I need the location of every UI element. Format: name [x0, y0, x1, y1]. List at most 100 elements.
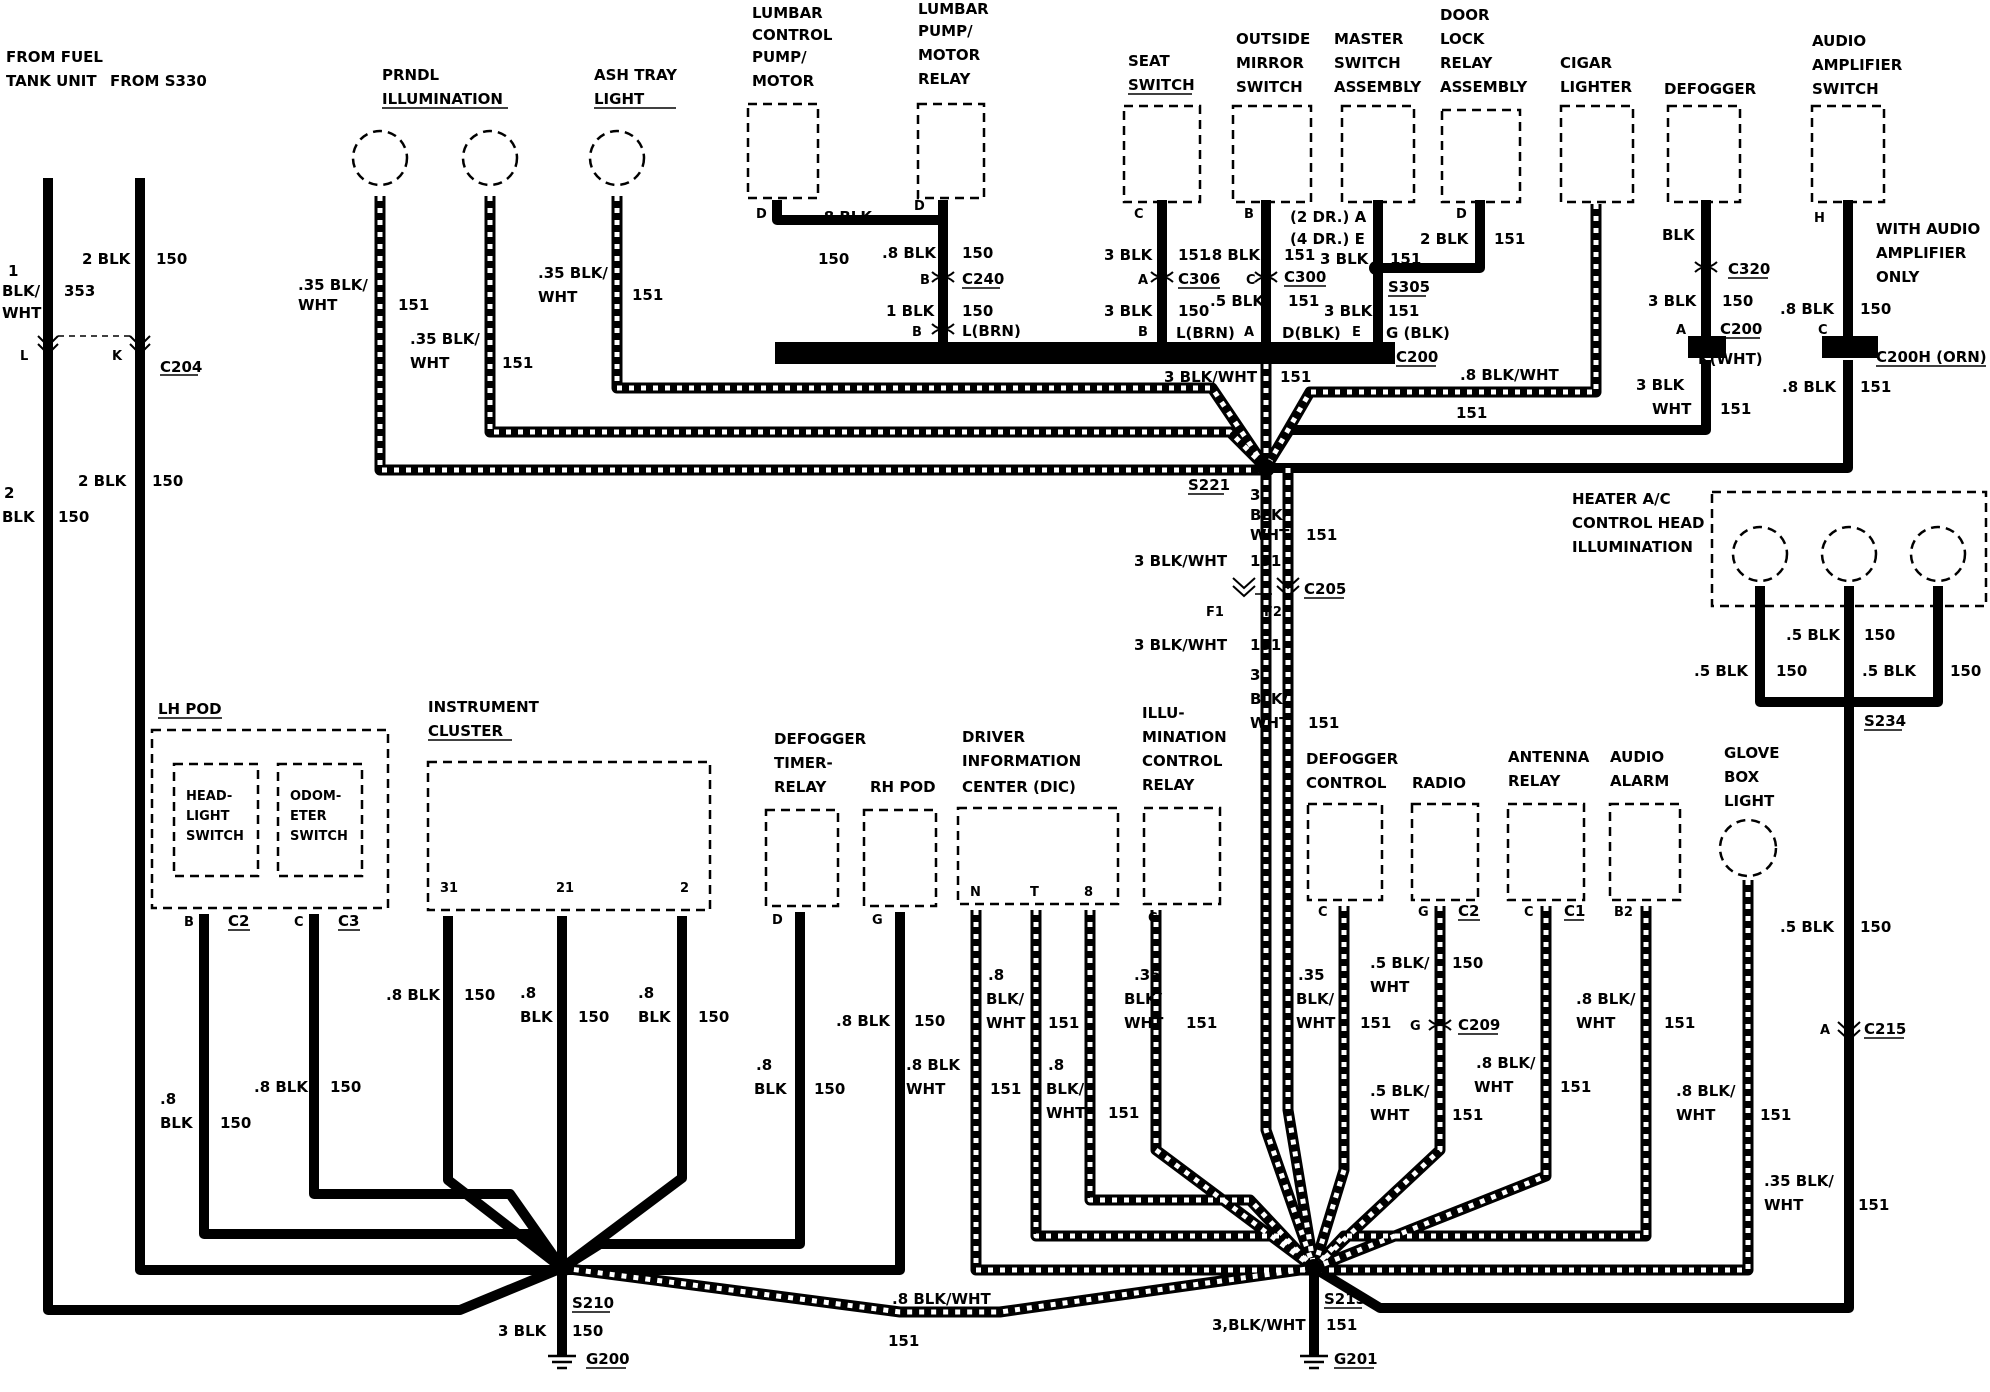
ash-tray-lamp: [588, 129, 646, 187]
lh-pod-label: LH POD: [158, 700, 222, 718]
wire-label: 3 BLK/WHT: [1134, 636, 1228, 654]
wire-label: WHT: [538, 288, 578, 306]
wire-color: WHT: [1576, 1014, 1616, 1032]
wire-color: WHT: [1676, 1106, 1716, 1124]
instrument-cluster-box: [426, 760, 712, 912]
c200-label: C200: [1396, 348, 1438, 366]
circuit-number: 151: [1326, 1316, 1357, 1334]
wire-label: 3 BLK: [1104, 302, 1154, 320]
wire-label: 3 BLK: [1320, 250, 1370, 268]
pin-label: (2 DR.) A: [1290, 208, 1367, 226]
wire-label: .5 BLK/: [1370, 954, 1430, 972]
wire-label: .8 BLK/WHT: [892, 1290, 992, 1308]
cigar-label: LIGHTER: [1560, 78, 1632, 96]
ash-tray-label: LIGHT: [594, 90, 645, 108]
pin-label: K(WHT): [1698, 350, 1763, 368]
wire-color: BLK: [2, 508, 36, 526]
headlight-switch-label: LIGHT: [186, 809, 230, 824]
prndl-label: ILLUMINATION: [382, 90, 503, 108]
instrument-cluster-label: CLUSTER: [428, 722, 503, 740]
circuit-number: 151: [1860, 378, 1891, 396]
c306-label: C306: [1178, 270, 1220, 288]
radio-label: RADIO: [1412, 774, 1466, 792]
label-underlines: [158, 93, 1986, 1369]
audio-alarm-label: AUDIO: [1610, 748, 1664, 766]
c240-label: C240: [962, 270, 1004, 288]
illum-relay-label: ILLU-: [1142, 704, 1185, 722]
wire-label: 1 BLK: [886, 302, 936, 320]
pin-label: (4 DR.) E: [1290, 230, 1365, 248]
s221-splice: [1257, 459, 1275, 477]
circuit-number: 151: [1250, 552, 1281, 570]
wire-label: 3 BLK: [1636, 376, 1686, 394]
circuit-number: 150: [220, 1114, 251, 1132]
solid-wires: [43, 178, 1943, 1356]
wire-color: WHT: [1250, 526, 1290, 544]
cigar-label: CIGAR: [1560, 54, 1613, 72]
wire-label: 2 BLK: [82, 250, 132, 268]
door-lock-label: RELAY: [1440, 54, 1494, 72]
wire-color: BLK/: [1250, 690, 1289, 708]
circuit-number: 150: [1178, 302, 1209, 320]
illum-relay-label: CONTROL: [1142, 752, 1223, 770]
circuit-number: 151: [990, 1080, 1021, 1098]
defogger-timer-box: [764, 808, 840, 908]
wire-gauge: .8: [988, 966, 1004, 984]
pin-label: K: [112, 349, 123, 364]
headlight-switch-box: [172, 762, 260, 878]
lumbar-relay-label: MOTOR: [918, 46, 981, 64]
c200h-label: C200H (ORN): [1876, 348, 1987, 366]
c209-label: C209: [1458, 1016, 1500, 1034]
circuit-number: 151: [1388, 302, 1419, 320]
master-switch-label: MASTER: [1334, 30, 1404, 48]
wire-label: .8 BLK/: [1576, 990, 1636, 1008]
pin-label: L(BRN): [1176, 324, 1235, 342]
circuit-number: 151: [1858, 1196, 1889, 1214]
audio-amp-box: [1810, 104, 1886, 204]
pin-label: 2: [680, 881, 689, 896]
wire-label: .35 BLK/: [298, 276, 368, 294]
heater-label: CONTROL HEAD: [1572, 514, 1705, 532]
wire-color: WHT: [906, 1080, 946, 1098]
door-lock-label: ASSEMBLY: [1440, 78, 1528, 96]
door-lock-label: DOOR: [1440, 6, 1490, 24]
s234-splice: [1842, 695, 1856, 709]
circuit-number: 151: [1306, 526, 1337, 544]
wire-label: WHT: [410, 354, 450, 372]
wire-color: BLK: [754, 1080, 788, 1098]
wire-gauge: 1: [8, 262, 18, 280]
defogger-timer-label: TIMER-: [774, 754, 833, 772]
s221-label: S221: [1188, 476, 1230, 494]
pin-label: T: [1030, 885, 1039, 900]
circuit-number: 151: [1280, 368, 1311, 386]
pin-label: B: [912, 325, 922, 340]
wire-gauge: .8: [756, 1056, 772, 1074]
circuit-number: 150: [152, 472, 183, 490]
wire-label: .8 BLK: [906, 1056, 961, 1074]
pin-label: D(BLK): [1282, 324, 1341, 342]
s305-label: S305: [1388, 278, 1430, 296]
defogger-top-box: [1666, 104, 1742, 204]
pin-label: G: [872, 913, 883, 928]
lumbar-relay-label: RELAY: [918, 70, 972, 88]
tank-label-2: TANK UNIT: [6, 72, 97, 90]
wire-label: BLK: [1662, 226, 1696, 244]
wire-label: .8 BLK: [254, 1078, 309, 1096]
audio-amp-note: ONLY: [1876, 268, 1921, 286]
audio-alarm-box: [1608, 802, 1682, 902]
audio-amp-label: AUDIO: [1812, 32, 1866, 50]
c320-label: C320: [1728, 260, 1770, 278]
circuit-number: 150: [58, 508, 89, 526]
connector-symbols: [37, 261, 1861, 1370]
outside-mirror-label: OUTSIDE: [1236, 30, 1310, 48]
wire-color: BLK/: [1250, 506, 1289, 524]
circuit-number: 151: [1452, 1106, 1483, 1124]
antenna-relay-box: [1506, 802, 1586, 902]
fuel-label: FROM FUEL: [6, 48, 103, 66]
c204-label: C204: [160, 358, 202, 376]
odometer-switch-box: [276, 762, 364, 878]
from-s330-label: FROM S330: [110, 72, 207, 90]
wire-label: .8 BLK: [1782, 378, 1837, 396]
